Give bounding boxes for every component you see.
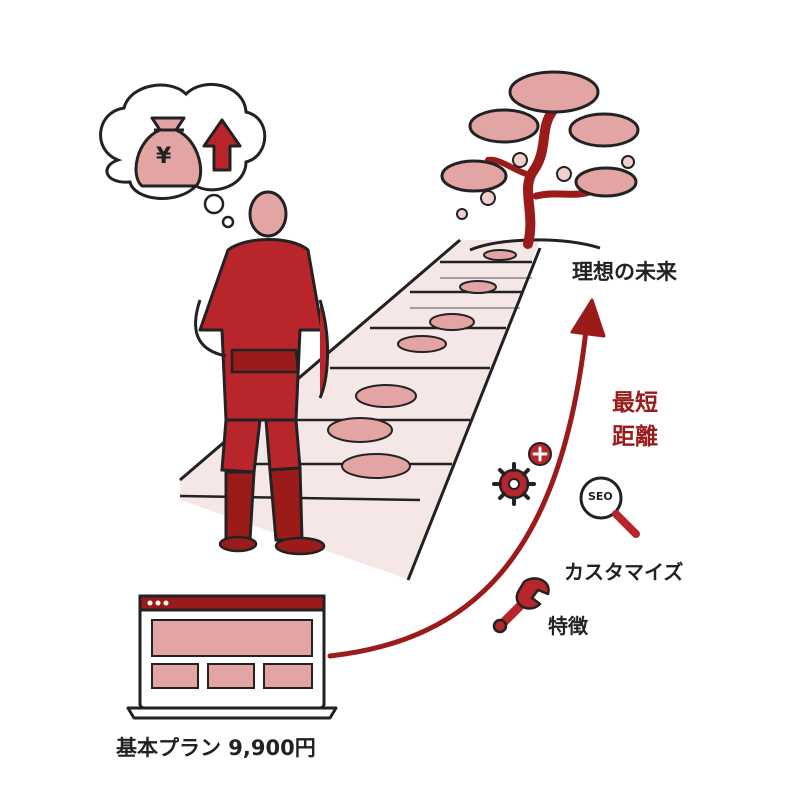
label-customize: カスタマイズ (564, 560, 684, 584)
person-figure (194, 190, 330, 556)
wrench-icon (492, 577, 550, 634)
label-shortest-line2: 距離 (612, 424, 658, 450)
up-arrow-icon (202, 118, 242, 172)
seo-text: SEO (588, 490, 613, 503)
growth-arrow (327, 298, 606, 659)
label-shortest-line1: 最短 (612, 390, 658, 416)
label-shortest-distance: 最短 距離 (612, 386, 658, 454)
stepping-stones (327, 249, 517, 479)
label-basic-plan: 基本プラン 9,900円 (116, 736, 316, 760)
money-bag-icon (134, 116, 203, 188)
laptop-icon (126, 594, 338, 720)
label-ideal-future: 理想の未来 (572, 260, 677, 284)
seo-magnifier-icon (579, 476, 640, 538)
yen-sign: ¥ (156, 144, 172, 169)
gear-plus-icon (492, 442, 552, 506)
bonsai-tree-icon (440, 70, 640, 252)
label-features: 特徴 (548, 614, 588, 638)
